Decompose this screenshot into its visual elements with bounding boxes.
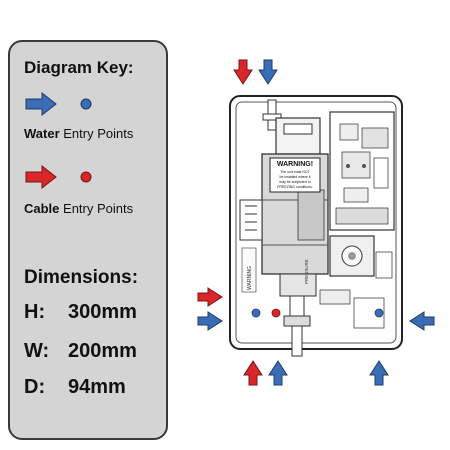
cable-entry-arrow-left <box>197 287 223 307</box>
water-entry-arrow-right <box>409 311 435 331</box>
depth-label: D: <box>24 376 46 398</box>
height-value: 300mm <box>68 301 137 323</box>
outlet-pipe <box>291 325 303 357</box>
width-label: W: <box>24 340 50 362</box>
flow-valve <box>279 273 317 297</box>
warning-label-line-2: be installed where it <box>280 175 311 179</box>
dimensions-title: Dimensions: <box>24 267 139 288</box>
cable-key-rest: Entry Points <box>59 201 134 216</box>
dimension-width: W: 200mm <box>24 340 137 363</box>
water-entry-dot-left <box>251 308 261 318</box>
dimension-height: H: 300mm <box>24 301 137 324</box>
cable-entry-dot <box>271 308 281 318</box>
key-title: Diagram Key: <box>24 58 134 77</box>
cable-key-symbol <box>24 165 104 189</box>
heater-top-cap <box>283 123 313 135</box>
solenoid-valve <box>329 235 375 277</box>
water-entry-arrow-top <box>258 59 278 85</box>
warning-label-line-1: The unit must NOT <box>280 170 310 174</box>
height-label: H: <box>24 301 46 323</box>
water-key-symbol <box>24 92 104 116</box>
bottom-device-text: PRESSURE <box>304 259 309 284</box>
top-inlet-nut <box>262 113 282 121</box>
warning-label-title: WARNING! <box>277 161 313 168</box>
side-label-area <box>241 247 257 293</box>
cable-arrow-dot-icon <box>25 165 92 189</box>
unit-inner-edge <box>235 101 397 344</box>
warning-label <box>269 157 321 193</box>
width-value: 200mm <box>68 340 137 362</box>
water-arrow-dot-icon <box>25 92 92 116</box>
depth-value: 94mm <box>68 376 126 398</box>
cable-entry-arrow-top <box>233 59 253 85</box>
warning-label-line-3: may be subjected to <box>279 180 310 184</box>
water-entry-dot-right <box>374 308 384 318</box>
side-warning-text: WARNING <box>247 266 253 290</box>
cable-entry-arrow-bottom <box>243 360 263 386</box>
diagram-key-panel: Diagram Key: Water Entry Points Cable En… <box>8 40 168 440</box>
water-key-bold: Water <box>24 126 60 141</box>
dimension-depth: D: 94mm <box>24 376 126 399</box>
water-entry-arrow-bottom-right <box>369 360 389 386</box>
water-key-rest: Entry Points <box>59 126 134 141</box>
water-entry-arrow-bottom-left <box>268 360 288 386</box>
warning-label-line-4: FREEZING conditions. <box>277 185 312 189</box>
cable-key-label: Cable Entry Points <box>24 201 133 216</box>
shower-unit-diagram: WARNING! The unit must NOT be installed … <box>197 59 435 386</box>
water-key-label: Water Entry Points <box>24 126 133 141</box>
cable-key-bold: Cable <box>24 201 60 216</box>
water-entry-arrow-left <box>197 311 223 331</box>
heater-top-housing <box>275 117 321 155</box>
